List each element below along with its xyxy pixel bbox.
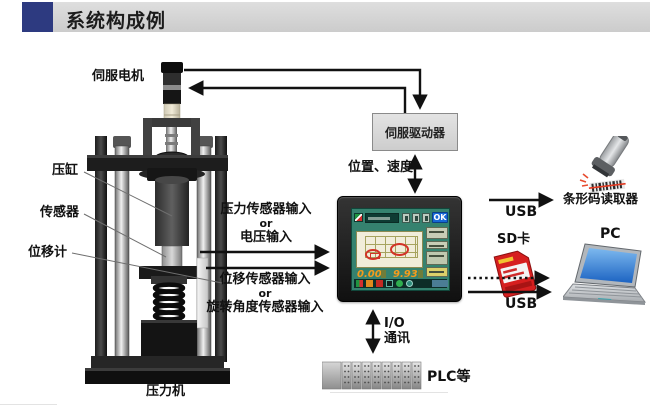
- sd-card-image: [493, 250, 537, 298]
- laptop-keyboard: [568, 286, 643, 298]
- input-group-displacement: 位移传感器输入 or 旋转角度传感器输入: [194, 272, 336, 316]
- hmi-camera-icon: [412, 213, 420, 223]
- hmi-screen: OK 0.00 9.93: [351, 208, 450, 291]
- hmi-chart: [356, 231, 423, 268]
- label-rotation-angle-sensor-input: 旋转角度传感器输入: [206, 299, 324, 315]
- hmi-toolbar-green-icon: [396, 280, 403, 287]
- hmi-toolbar-folder-icon: [366, 280, 373, 287]
- label-usb-top: USB: [505, 204, 538, 220]
- label-voltage-input: 电压输入: [239, 229, 292, 245]
- label-displacement-sensor-input: 位移传感器输入: [219, 272, 311, 287]
- laptop-display: [580, 248, 637, 283]
- label-io: I/O: [384, 316, 405, 331]
- label-barcode-reader: 条形码读取器: [563, 191, 639, 206]
- machine-servo-motor: [161, 62, 183, 127]
- label-position-speed: 位置、速度: [348, 160, 414, 175]
- hmi-ok-button: OK: [432, 212, 448, 223]
- label-comm: 通讯: [384, 330, 411, 346]
- label-pc: PC: [600, 226, 621, 242]
- label-servo-motor: 伺服电机: [92, 69, 145, 84]
- label-press-cylinder: 压缸: [52, 163, 79, 178]
- pc-laptop-image: [563, 243, 647, 305]
- hmi-trash-icon: [402, 213, 410, 223]
- hmi-toolbar-stop-icon: [376, 280, 383, 287]
- hmi-value-left: 0.00: [357, 269, 382, 280]
- hmi-side-button-2: [426, 241, 448, 249]
- label-displacement-meter: 位移计: [28, 245, 68, 260]
- title-bar: [22, 2, 650, 32]
- hmi-yellow-button: [426, 267, 448, 277]
- plc-image: [322, 361, 422, 390]
- sd-card-body: [493, 250, 537, 298]
- hmi-unit-left: [381, 270, 386, 278]
- machine-spring: [151, 276, 187, 322]
- barcode-reader-image: [579, 136, 629, 194]
- input-group-force: 压力传感器输入 or 电压输入: [200, 202, 332, 246]
- hmi-gear-icon: [422, 213, 430, 223]
- hmi-chart-highlight-1: [365, 249, 381, 260]
- barcode-scan-glow: [579, 173, 589, 187]
- label-io-comm: I/O 通讯: [384, 316, 411, 347]
- servo-driver-box: 伺服驱动器: [372, 113, 458, 151]
- hmi-toolbar-blue-button: [432, 280, 448, 287]
- barcode-scanner-body: [591, 136, 629, 178]
- hmi-device: OK 0.00 9.93: [337, 196, 462, 302]
- hmi-side-button-1: [426, 227, 448, 239]
- footer-faint-line: [0, 404, 57, 405]
- hmi-toolbar-flag-icon: [356, 280, 363, 287]
- plc-terminal-dots: [344, 365, 420, 384]
- title-accent-square: [22, 2, 53, 32]
- hmi-toolbar-screen-icon: [386, 280, 393, 287]
- label-force-sensor-input: 压力传感器输入: [220, 202, 312, 217]
- machine-base: [85, 320, 230, 384]
- hmi-side-button-3: [426, 251, 448, 265]
- plc-shadow-line: [330, 392, 448, 393]
- hmi-logo-icon: [354, 213, 363, 222]
- laptop-front-edge: [563, 297, 645, 305]
- hmi-toolbar: [354, 279, 448, 288]
- hmi-title-field: [365, 213, 399, 223]
- label-press-machine: 压力机: [146, 384, 186, 399]
- label-plc: PLC等: [427, 369, 471, 385]
- label-or-1: or: [259, 216, 273, 230]
- barcode-label: [588, 178, 626, 194]
- page-title: 系统构成例: [66, 10, 167, 32]
- hmi-chart-highlight-2: [390, 243, 409, 256]
- label-or-2: or: [258, 286, 272, 300]
- servo-driver-label: 伺服驱动器: [384, 125, 445, 140]
- machine-press-cylinder: [147, 168, 197, 246]
- hmi-toolbar-teal-icon: [406, 280, 413, 287]
- label-usb-bottom: USB: [505, 296, 538, 312]
- plc-modules: [341, 361, 422, 390]
- label-sd-card: SD卡: [497, 232, 531, 247]
- label-sensor: 传感器: [40, 205, 80, 220]
- hmi-unit-right: [418, 270, 423, 278]
- machine-sensor: [161, 245, 183, 269]
- hmi-value-right: 9.93: [393, 269, 418, 280]
